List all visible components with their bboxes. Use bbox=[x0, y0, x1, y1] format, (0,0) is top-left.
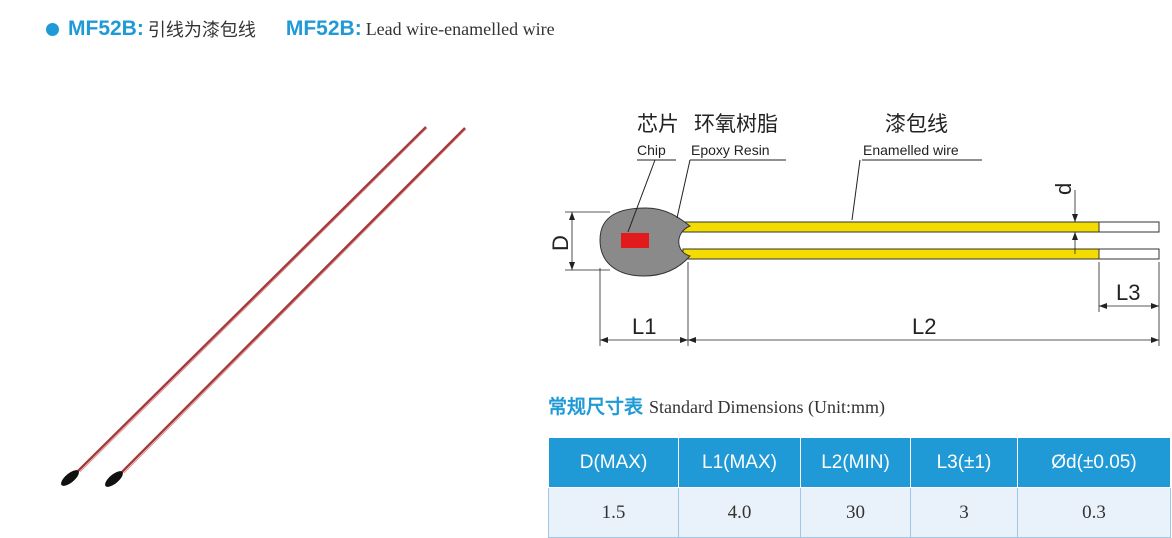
resin-leader bbox=[676, 159, 691, 219]
wire-leader bbox=[851, 159, 861, 221]
dim-L3-label: L3 bbox=[1116, 280, 1140, 305]
chip-label-en: Chip bbox=[637, 142, 666, 158]
col-header-L3: L3(±1) bbox=[910, 437, 1018, 488]
wire-label-cn: 漆包线 bbox=[885, 112, 948, 136]
wire-label-en: Enamelled wire bbox=[863, 142, 959, 158]
chip bbox=[621, 233, 649, 248]
standard-title-en: Standard Dimensions (Unit:mm) bbox=[649, 397, 885, 417]
product-photo bbox=[61, 126, 467, 487]
bare-end-upper bbox=[1098, 221, 1160, 233]
table-row: 1.5 4.0 30 3 0.3 bbox=[548, 487, 1171, 538]
cell-D: 1.5 bbox=[548, 487, 679, 538]
header-title-en: Lead wire-enamelled wire bbox=[365, 18, 555, 39]
header: MF52B: 引线为漆包线 MF52B: Lead wire-enamelled… bbox=[46, 14, 555, 44]
thermistor-right bbox=[105, 127, 467, 487]
chip-label-cn: 芯片 bbox=[637, 112, 679, 136]
dim-D-label: D bbox=[548, 235, 573, 251]
cell-d: 0.3 bbox=[1017, 487, 1171, 538]
dim-d-label: d bbox=[1051, 183, 1076, 195]
standard-title-cn: 常规尺寸表 bbox=[548, 396, 644, 418]
table-header-row: D(MAX) L1(MAX) L2(MIN) L3(±1) Ød(±0.05) bbox=[548, 437, 1171, 488]
header-title-cn: 引线为漆包线 bbox=[147, 20, 256, 41]
cell-L1: 4.0 bbox=[678, 487, 801, 538]
col-header-d: Ød(±0.05) bbox=[1017, 437, 1171, 488]
chip-leader bbox=[627, 159, 656, 233]
model-name: MF52B: bbox=[68, 17, 144, 40]
resin-label-cn: 环氧树脂 bbox=[694, 112, 778, 136]
resin-label-en: Epoxy Resin bbox=[691, 142, 770, 158]
dimensions-table: D(MAX) L1(MAX) L2(MIN) L3(±1) Ød(±0.05) … bbox=[548, 437, 1171, 538]
cell-L2: 30 bbox=[800, 487, 911, 538]
thermistor-left bbox=[61, 126, 428, 486]
wire-lower bbox=[682, 248, 1100, 260]
bare-end-lower bbox=[1098, 248, 1160, 260]
cell-L3: 3 bbox=[910, 487, 1018, 538]
dim-L2-label: L2 bbox=[912, 314, 936, 339]
model-name-en: MF52B: bbox=[285, 17, 362, 40]
dim-L1-label: L1 bbox=[632, 314, 656, 339]
standard-dimensions-title: 常规尺寸表 Standard Dimensions (Unit:mm) bbox=[548, 392, 885, 419]
wire-upper bbox=[682, 221, 1100, 233]
col-header-D: D(MAX) bbox=[548, 437, 679, 488]
col-header-L1: L1(MAX) bbox=[678, 437, 801, 488]
bullet-icon bbox=[46, 22, 59, 36]
col-header-L2: L2(MIN) bbox=[800, 437, 911, 488]
